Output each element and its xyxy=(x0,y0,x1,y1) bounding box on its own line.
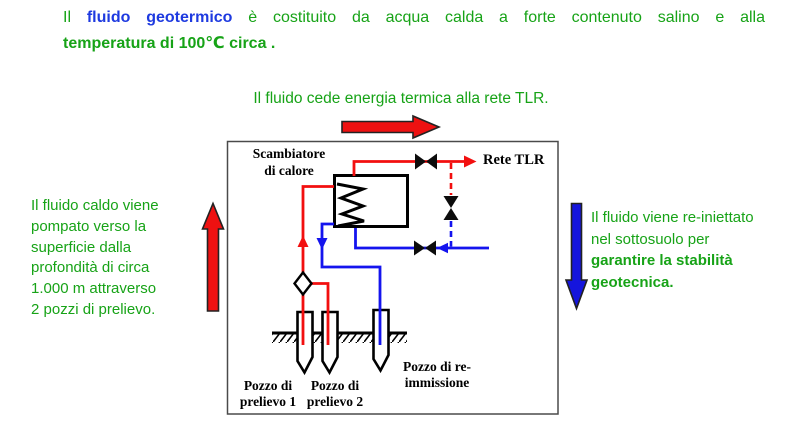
well-2-label-line2: prelievo 2 xyxy=(306,394,364,409)
pipe-hot-up-arrowhead xyxy=(297,235,309,247)
supply-valve-icon xyxy=(415,153,437,170)
flow-up-arrow-icon xyxy=(201,201,225,312)
flow-right-arrow-icon xyxy=(341,114,442,140)
well-1 xyxy=(296,310,314,376)
right-note-line: geotecnica. xyxy=(591,273,674,291)
well-3-label-line2: immissione xyxy=(404,375,470,390)
heat-exchanger-label: Scambiatore di calore xyxy=(239,146,339,179)
well-3-label: Pozzo di re- immissione xyxy=(388,359,486,391)
pipe-reinjection xyxy=(320,222,382,345)
well-1-label-line2: prelievo 1 xyxy=(239,394,297,409)
pipe-return-arrowhead xyxy=(437,242,448,254)
well-2 xyxy=(321,310,339,376)
left-note-line: profondità di circa xyxy=(31,259,150,277)
heat-exchanger-label-line2: di calore xyxy=(264,162,314,178)
caption-heat-to-network: Il fluido cede energia termica alla rete… xyxy=(253,90,549,107)
left-note-line: 2 pozzi di prelievo. xyxy=(31,300,156,318)
pipe-supply-arrowhead xyxy=(464,155,477,168)
pipe-well2-riser xyxy=(311,282,330,345)
heat-exchanger-label-line1: Scambiatore xyxy=(252,146,326,161)
right-note-line: Il fluido viene re-iniettato xyxy=(591,209,754,226)
rete-tlr-label: Rete TLR xyxy=(483,152,545,168)
left-note: Il fluido caldo viene pompato verso la s… xyxy=(31,196,211,321)
well-3-label-line1: Pozzo di re- xyxy=(403,359,471,374)
right-note: Il fluido viene re-iniettato nel sottosu… xyxy=(591,207,786,293)
intro-prefix: Il xyxy=(63,9,87,26)
ground-hatching xyxy=(272,334,407,343)
left-note-line: 1.000 m attraverso xyxy=(31,280,157,298)
left-note-line: superficie dalla xyxy=(31,238,132,256)
bypass-valve-icon xyxy=(443,196,459,220)
pipe-reinjection-down-arrowhead xyxy=(316,238,328,250)
well-2-label: Pozzo di prelievo 2 xyxy=(298,378,372,410)
flow-down-arrow-icon xyxy=(564,202,589,311)
intro-highlight: fluido geotermico xyxy=(86,9,233,26)
well-2-label-line1: Pozzo di xyxy=(310,378,360,393)
heat-exchanger-coil xyxy=(336,182,369,228)
left-note-line: Il fluido caldo viene xyxy=(31,197,159,214)
well-1-label: Pozzo di prelievo 1 xyxy=(231,378,305,410)
well-1-label-line1: Pozzo di xyxy=(243,378,293,393)
right-note-line: nel sottosuolo per xyxy=(591,230,710,248)
right-note-line: garantire la stabilità xyxy=(591,252,733,269)
intro-rest: è costituito da acqua calda a forte cont… xyxy=(232,9,765,26)
intro-paragraph: Il fluido geotermico è costituito da acq… xyxy=(63,5,765,57)
left-note-line: pompato verso la xyxy=(31,217,147,235)
return-valve-icon xyxy=(414,240,436,256)
intro-line-1: Il fluido geotermico è costituito da acq… xyxy=(63,5,765,31)
intro-line-2: temperatura di 100℃ circa . xyxy=(63,35,276,52)
junction-diamond xyxy=(292,270,314,297)
